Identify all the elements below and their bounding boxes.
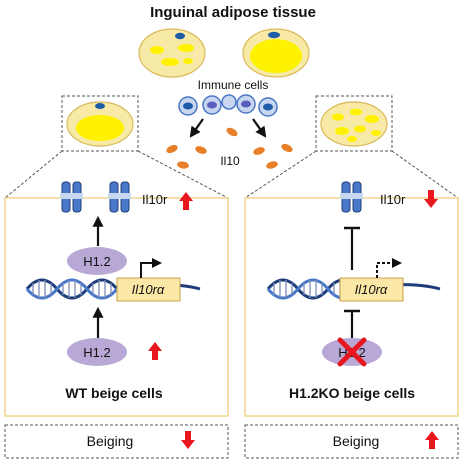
ko-reduced-transcription-arrow	[376, 258, 402, 278]
wt-h12-free-label: H1.2	[83, 345, 110, 360]
left-beige-adipocyte	[66, 101, 134, 147]
wt-caption: WT beige cells	[65, 385, 162, 401]
right-zoom-box	[315, 95, 393, 152]
left-zoom-box	[61, 95, 139, 152]
wt-h12-free	[67, 338, 127, 366]
right-zoom-line-a	[244, 150, 317, 199]
knockout-cross-icon	[337, 337, 367, 367]
immune-cells-label: Immune cells	[198, 78, 269, 92]
ko-receptor-label: Il10r	[380, 192, 406, 207]
wt-transcription-arrow	[140, 258, 162, 278]
right-beige-adipocyte	[320, 101, 388, 147]
wt-receptor-label: Il10r	[142, 192, 168, 207]
ko-caption: H1.2KO beige cells	[289, 385, 415, 401]
il10-label: Il10	[220, 154, 240, 168]
wt-h12-bound	[67, 247, 127, 275]
ko-gene-box	[339, 277, 404, 302]
immune-to-il10-arrow-left	[189, 118, 204, 138]
immune-cells	[178, 94, 278, 117]
il10-cytokines	[166, 127, 293, 169]
left-zoom-line-b	[137, 150, 229, 199]
wt-gene-box	[116, 277, 181, 302]
top-adipocyte-white	[242, 28, 310, 78]
ko-beiging-label: Beiging	[333, 433, 380, 449]
immune-to-il10-arrow-right	[252, 118, 267, 138]
wt-beiging-label: Beiging	[87, 433, 134, 449]
top-adipocyte-beige	[138, 28, 206, 78]
wt-h12-bound-label: H1.2	[83, 254, 110, 269]
diagram-title: Inguinal adipose tissue	[150, 4, 316, 21]
right-zoom-line-b	[391, 150, 459, 199]
wt-panel	[4, 197, 229, 417]
ko-beiging-box	[244, 424, 459, 459]
left-zoom-line-a	[4, 150, 63, 199]
ko-gene-label: Il10rα	[355, 282, 388, 297]
wt-gene-label: Il10rα	[132, 282, 165, 297]
